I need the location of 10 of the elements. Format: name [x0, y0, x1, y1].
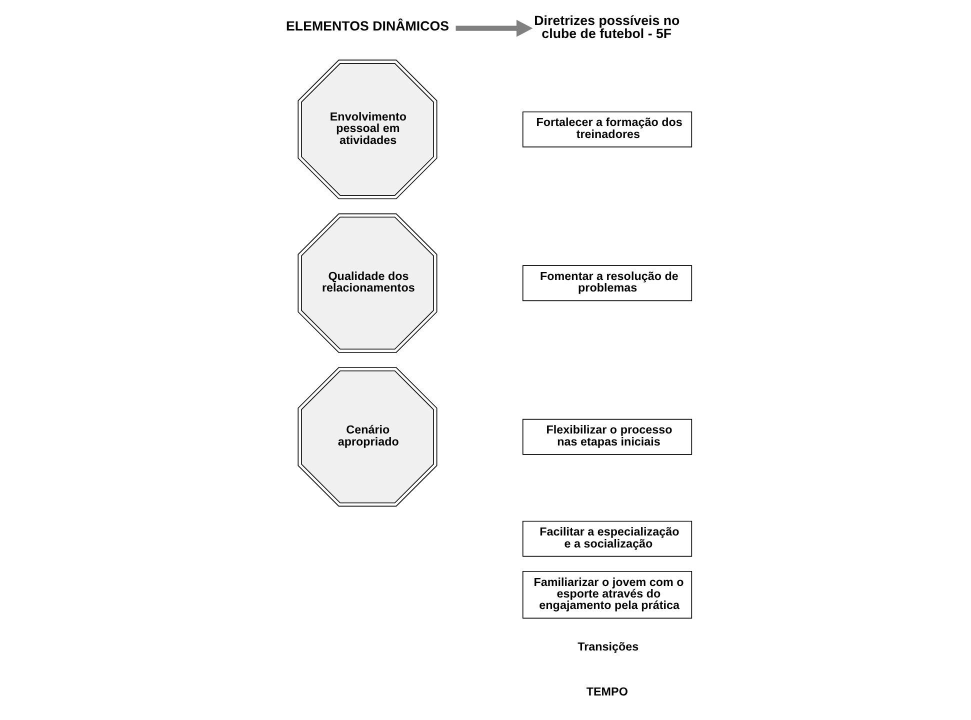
node-box: Fortalecer a formação dos treinadores [522, 111, 692, 148]
label: TEMPO [586, 686, 628, 699]
node-box: Familiarizar o jovem com o esporte através do engajamento pela prática [522, 570, 692, 619]
node-text: Diretrizes possíveis no clube de futebol - 5F [534, 12, 680, 42]
label: Transições [578, 640, 639, 654]
node-text: ELEMENTOS DINÂMICOS [286, 18, 450, 34]
node-box: Facilitar a especialização e a socialização [522, 520, 692, 557]
arrow [456, 20, 533, 37]
node-box: Fomentar a resolução de problemas [522, 265, 692, 302]
node-box: Flexibilizar o processo nas etapas iniciais [522, 418, 692, 455]
